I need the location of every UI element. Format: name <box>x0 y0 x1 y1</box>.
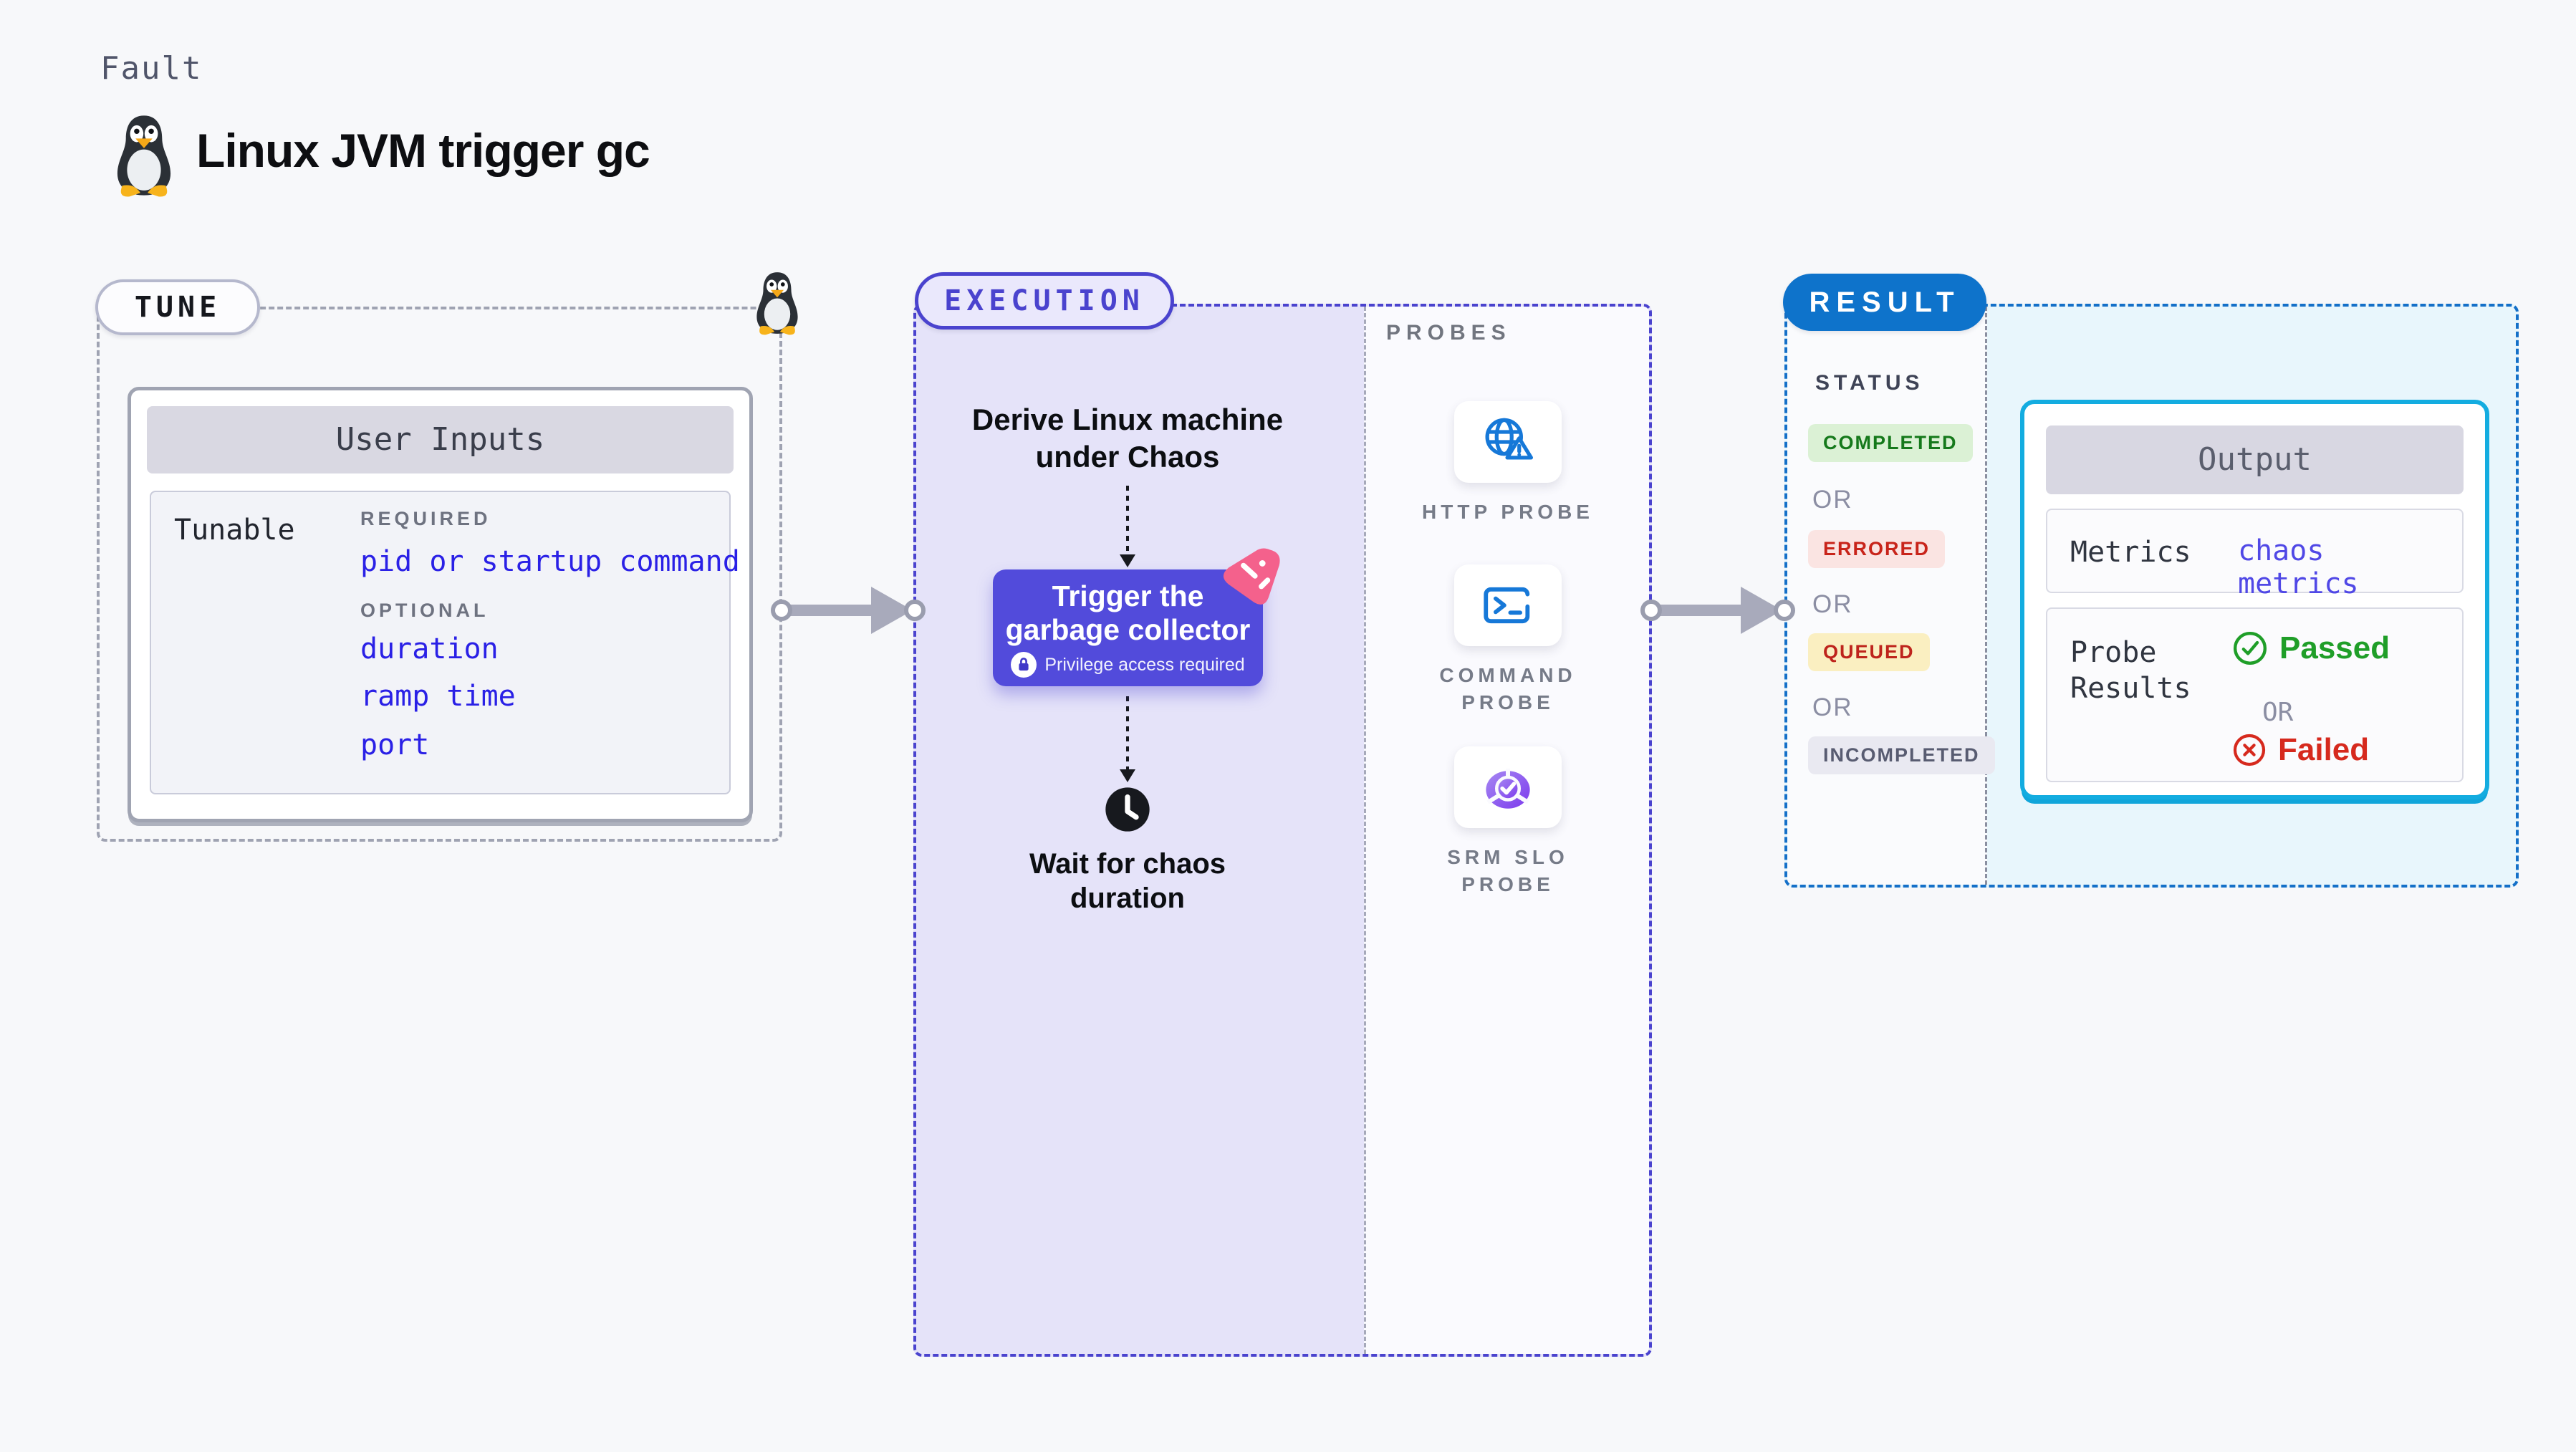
connector-dot <box>904 600 926 621</box>
probes-section-label: PROBES <box>1386 321 1512 345</box>
tune-section-box <box>97 307 782 842</box>
connector-dot <box>1640 600 1662 621</box>
srm-slo-probe-card <box>1454 746 1562 828</box>
user-inputs-body: Tunable REQUIRED pid or startup command … <box>150 491 740 794</box>
optional-label: OPTIONAL <box>360 600 489 621</box>
tune-section-label: TUNE <box>95 279 260 335</box>
http-probe-card <box>1454 401 1562 483</box>
output-card: Output Metrics chaos metrics Probe Resul… <box>2020 400 2489 799</box>
input-pid-or-startup-command: pid or startup command <box>360 545 740 578</box>
execution-section-label: EXECUTION <box>915 272 1174 330</box>
user-inputs-card: User Inputs Tunable REQUIRED pid or star… <box>128 387 753 822</box>
clock-icon <box>1105 787 1150 832</box>
tunable-label: Tunable <box>174 514 295 547</box>
input-ramp-time: ramp time <box>360 680 516 713</box>
passed-result: Passed <box>2232 630 2390 666</box>
flow-arrow-line <box>1658 605 1745 616</box>
trigger-gc-label: Trigger the garbage collector <box>993 580 1263 647</box>
wait-step-text: Wait for chaos duration <box>984 847 1271 915</box>
probe-results-label: Probe Results <box>2070 636 2191 705</box>
trigger-gc-action-node: Trigger the garbage collector Privilege … <box>993 569 1263 686</box>
user-inputs-title: User Inputs <box>147 406 734 473</box>
trigger-gc-line2: garbage collector <box>1005 613 1251 646</box>
result-section-label: RESULT <box>1783 274 1986 331</box>
or-separator: OR <box>1812 590 1853 618</box>
lock-icon <box>1011 652 1037 678</box>
probe-results-row: Probe Results Passed OR Failed <box>2046 607 2464 782</box>
srm-slo-probe-label: SRM SLO PROBE <box>1447 846 1569 895</box>
output-title: Output <box>2046 425 2464 494</box>
chaos-pink-badge-icon <box>1223 548 1280 605</box>
status-label: STATUS <box>1815 371 1924 395</box>
wait-step-line2: duration <box>1070 883 1185 914</box>
globe-alert-icon <box>1485 418 1533 460</box>
trigger-gc-line1: Trigger the <box>1052 580 1204 612</box>
privilege-label: Privilege access required <box>1044 654 1245 675</box>
flow-arrow-line <box>788 605 875 616</box>
command-probe-label: COMMAND PROBE <box>1439 664 1577 713</box>
or-separator: OR <box>1812 693 1853 721</box>
command-probe-card <box>1454 564 1562 646</box>
input-port: port <box>360 729 430 761</box>
wait-step-line1: Wait for chaos <box>1029 848 1226 880</box>
derive-step-line1: Derive Linux machine <box>971 403 1284 436</box>
metrics-label: Metrics <box>2070 536 2191 569</box>
derive-step-line2: under Chaos <box>1035 440 1220 473</box>
status-badge-incompleted: INCOMPLETED <box>1808 736 1995 774</box>
derive-step-text: Derive Linux machine under Chaos <box>927 401 1328 476</box>
status-badge-completed: COMPLETED <box>1808 424 1973 462</box>
metrics-row: Metrics chaos metrics <box>2046 509 2464 600</box>
check-circle-icon <box>2233 631 2267 665</box>
status-column <box>1787 307 1987 885</box>
connector-dot <box>1774 600 1795 621</box>
required-label: REQUIRED <box>360 508 491 529</box>
terminal-icon <box>1484 587 1530 624</box>
step-connector-arrowhead <box>1120 769 1135 782</box>
input-duration: duration <box>360 633 499 665</box>
passed-label: Passed <box>2279 630 2390 665</box>
status-badge-queued: QUEUED <box>1808 633 1930 671</box>
slo-pie-check-icon <box>1486 768 1530 809</box>
step-connector-dotted <box>1126 696 1129 771</box>
step-connector-arrowhead <box>1120 554 1135 567</box>
http-probe-label: HTTP PROBE <box>1422 501 1594 523</box>
failed-result: Failed <box>2232 732 2369 768</box>
failed-label: Failed <box>2278 732 2370 767</box>
page-title: Linux JVM trigger gc <box>196 124 650 177</box>
tux-penguin-icon <box>117 115 171 197</box>
connector-dot <box>771 600 792 621</box>
or-separator: OR <box>1812 486 1853 514</box>
tux-penguin-small-icon <box>756 272 798 335</box>
x-circle-icon <box>2233 734 2266 766</box>
metrics-value-link: chaos metrics <box>2238 534 2359 600</box>
or-separator: OR <box>2262 698 2294 727</box>
fault-kind-label: Fault <box>100 50 203 87</box>
status-badge-errored: ERRORED <box>1808 530 1946 568</box>
privilege-row: Privilege access required <box>993 652 1263 678</box>
step-connector-dotted <box>1126 486 1129 556</box>
